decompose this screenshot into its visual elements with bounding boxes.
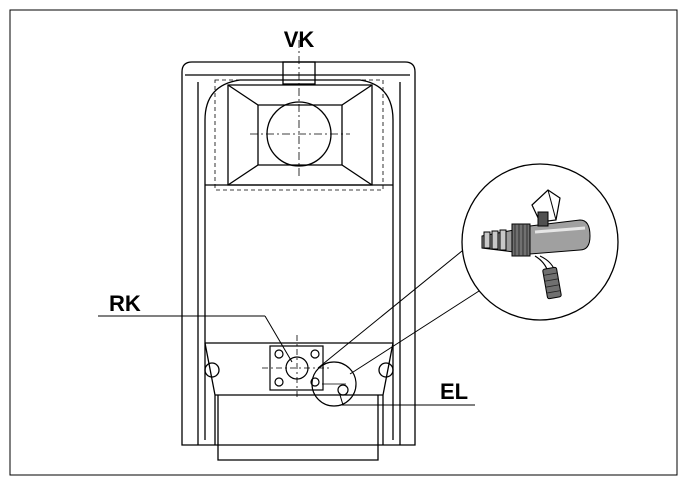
vk-flow-connection [250, 40, 350, 178]
label-vk: VK [284, 27, 315, 52]
boiler-housing [181, 61, 416, 461]
el-drain-connection [311, 361, 357, 407]
label-rk: RK [109, 291, 141, 316]
drain-valve-detail [461, 163, 619, 321]
leader-lines [98, 237, 494, 406]
diagram-frame [9, 9, 678, 476]
rk-return-connection [262, 335, 332, 400]
label-el: EL [440, 379, 468, 404]
